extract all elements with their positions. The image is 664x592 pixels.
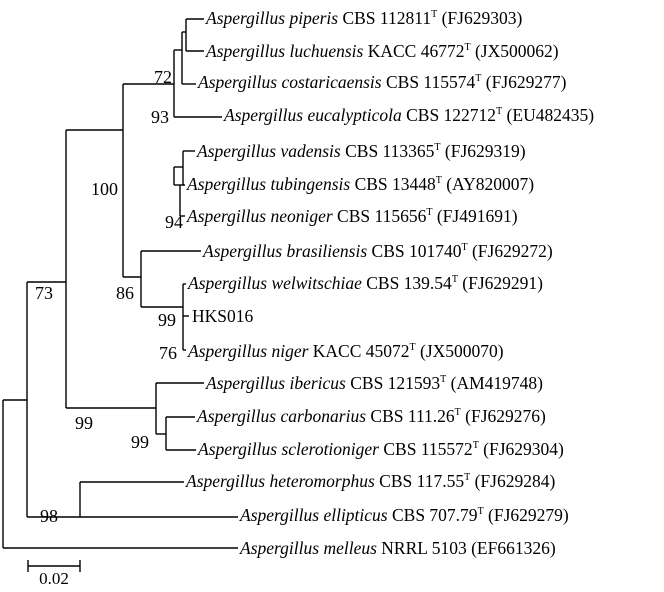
- bootstrap-label: 73: [35, 283, 53, 303]
- scale-bar: 0.02: [27, 560, 81, 588]
- leaf-label-heteromorphus: Aspergillus heteromorphus CBS 117.55T (F…: [185, 471, 555, 491]
- tree-branches: [2, 18, 238, 549]
- bootstrap-label: 99: [75, 413, 93, 433]
- leaf-label-ibericus: Aspergillus ibericus CBS 121593T (AM4197…: [205, 373, 543, 393]
- bootstrap-label: 99: [158, 310, 176, 330]
- bootstrap-label: 98: [40, 506, 58, 526]
- leaf-label-sclerotioniger: Aspergillus sclerotioniger CBS 115572T (…: [197, 439, 564, 459]
- leaf-label-niger: Aspergillus niger KACC 45072T (JX500070): [187, 341, 504, 361]
- bootstrap-label: 93: [151, 107, 169, 127]
- leaf-label-costaricaensis: Aspergillus costaricaensis CBS 115574T (…: [197, 72, 567, 92]
- leaf-label-carbonarius: Aspergillus carbonarius CBS 111.26T (FJ6…: [196, 406, 546, 426]
- leaf-label-vadensis: Aspergillus vadensis CBS 113365T (FJ6293…: [196, 141, 526, 161]
- bootstrap-label: 76: [159, 343, 177, 363]
- bootstrap-label: 99: [131, 432, 149, 452]
- leaf-label-luchuensis: Aspergillus luchuensis KACC 46772T (JX50…: [205, 41, 559, 61]
- bootstrap-label: 100: [91, 179, 118, 199]
- leaf-labels: Aspergillus piperis CBS 112811T (FJ62930…: [185, 8, 594, 558]
- leaf-label-tubingensis: Aspergillus tubingensis CBS 13448T (AY82…: [186, 174, 534, 194]
- leaf-label-hks016: HKS016: [192, 306, 254, 326]
- bootstrap-values: 72 93 100 94 86 99 76 73 99 99 98: [35, 67, 183, 526]
- leaf-label-welwitschiae: Aspergillus welwitschiae CBS 139.54T (FJ…: [187, 273, 543, 293]
- leaf-label-ellipticus: Aspergillus ellipticus CBS 707.79T (FJ62…: [239, 505, 569, 525]
- leaf-label-melleus: Aspergillus melleus NRRL 5103 (EF661326): [239, 538, 556, 558]
- leaf-label-piperis: Aspergillus piperis CBS 112811T (FJ62930…: [205, 8, 522, 28]
- leaf-label-neoniger: Aspergillus neoniger CBS 115656T (FJ4916…: [186, 206, 518, 226]
- scale-bar-label: 0.02: [39, 569, 69, 588]
- leaf-label-brasiliensis: Aspergillus brasiliensis CBS 101740T (FJ…: [202, 241, 553, 261]
- bootstrap-label: 94: [165, 212, 183, 232]
- leaf-label-eucalypticola: Aspergillus eucalypticola CBS 122712T (E…: [223, 105, 594, 125]
- bootstrap-label: 72: [154, 67, 172, 87]
- bootstrap-label: 86: [116, 283, 134, 303]
